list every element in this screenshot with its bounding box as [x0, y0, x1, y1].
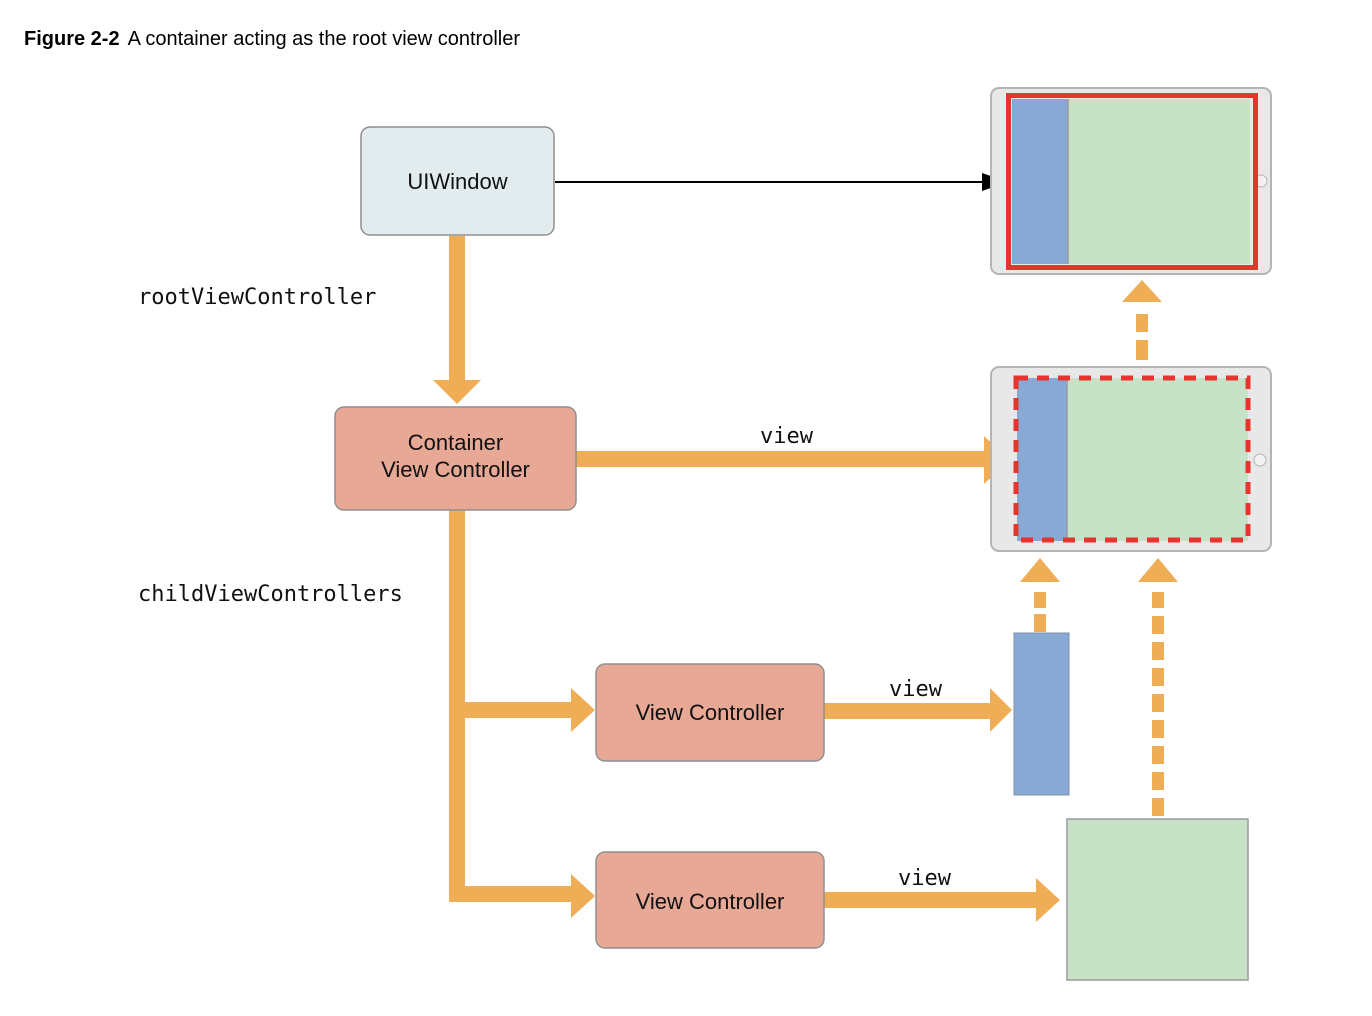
- container-view-label: view: [760, 424, 814, 449]
- root-view-highlight: [1006, 93, 1258, 270]
- container-view-controller-box: Container View Controller: [334, 406, 577, 511]
- child2-branch: [449, 886, 573, 902]
- child-view-controller-box-2: View Controller: [595, 851, 825, 949]
- compose-dash-a2: [1136, 314, 1148, 332]
- figure-caption: Figure 2-2 A container acting as the root…: [24, 28, 520, 51]
- compose-dash-b2: [1034, 592, 1046, 608]
- child2-view-label: view: [898, 866, 952, 891]
- child1-view-shaft: [824, 703, 992, 719]
- window-device-blue-view: [1012, 99, 1068, 264]
- compose-arrowhead-b: [1020, 558, 1060, 582]
- container-device-green-view: [1067, 378, 1248, 541]
- window-device-green-view: [1068, 99, 1250, 264]
- uiwindow-box: UIWindow: [360, 126, 555, 236]
- container-label-line1: Container: [408, 430, 503, 455]
- root-controller-shaft: [449, 236, 465, 380]
- figure-number: Figure 2-2: [24, 28, 120, 50]
- connectors: [433, 236, 1178, 922]
- container-view-shaft: [576, 451, 986, 467]
- container-label-line2: View Controller: [381, 457, 530, 482]
- child1-view-label: view: [889, 677, 943, 702]
- window-link: [555, 173, 1008, 191]
- child2-branch-arrowhead: [571, 874, 595, 918]
- child-view-controllers-label: childViewControllers: [138, 582, 403, 607]
- container-device: [990, 366, 1272, 552]
- compose-arrowhead-c: [1138, 558, 1178, 582]
- child1-view-arrowhead: [990, 688, 1012, 732]
- child1-label: View Controller: [636, 700, 785, 725]
- child2-label: View Controller: [636, 889, 785, 914]
- container-device-home-button: [1253, 453, 1267, 467]
- child2-view-shaft: [824, 892, 1040, 908]
- compose-dash-a1: [1136, 340, 1148, 360]
- child2-view-arrowhead: [1036, 878, 1060, 922]
- compose-arrowhead-a: [1122, 280, 1162, 302]
- container-device-blue-view: [1017, 378, 1067, 541]
- window-device: [990, 87, 1272, 275]
- uiwindow-label: UIWindow: [407, 169, 507, 194]
- root-controller-arrowhead: [433, 380, 481, 404]
- child1-branch: [457, 702, 573, 718]
- child2-green-view: [1066, 818, 1249, 981]
- container-view-dashed-outline: [1013, 375, 1251, 543]
- child1-blue-view: [1013, 632, 1070, 796]
- compose-dash-b1: [1034, 614, 1046, 632]
- root-view-controller-label: rootViewController: [138, 285, 376, 310]
- child1-branch-arrowhead: [571, 688, 595, 732]
- child-view-controller-box-1: View Controller: [595, 663, 825, 762]
- figure-title: A container acting as the root view cont…: [127, 28, 521, 50]
- compose-dashes-c: [1152, 592, 1164, 816]
